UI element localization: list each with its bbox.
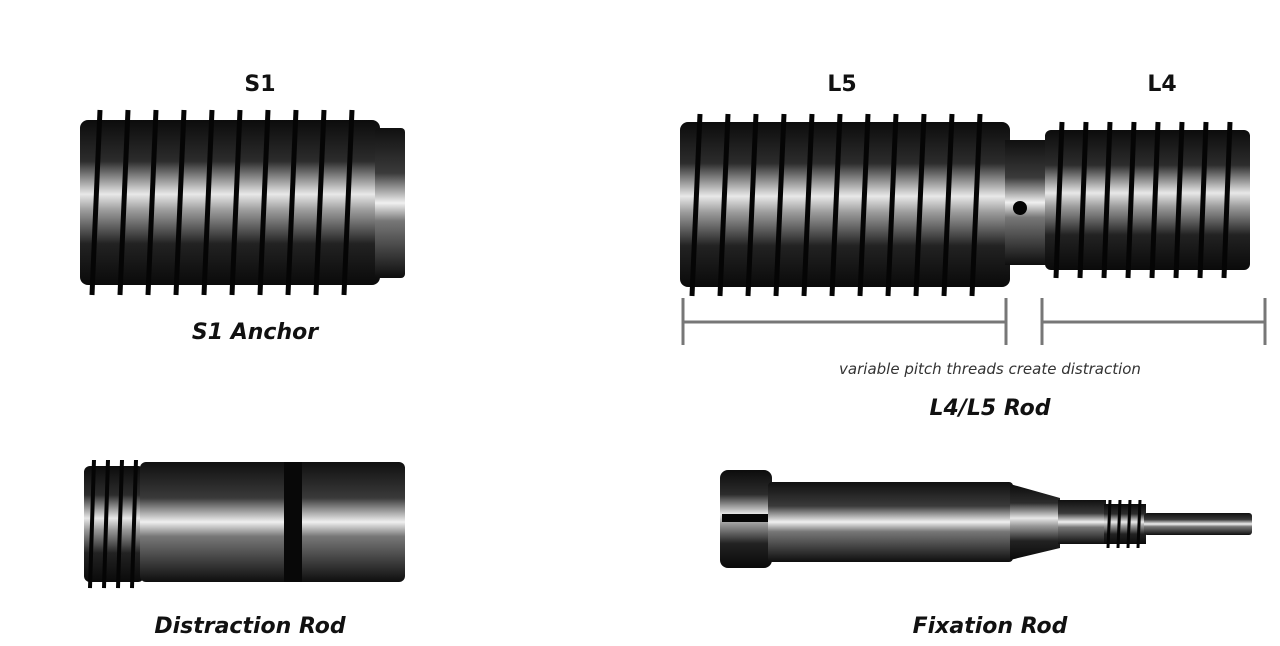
l4-l5-rod-caption: L4/L5 Rod bbox=[929, 396, 1051, 421]
distraction-rod-image bbox=[84, 459, 405, 589]
fixation-rod-caption: Fixation Rod bbox=[912, 614, 1068, 639]
s1-anchor-image bbox=[80, 109, 405, 296]
s1-label: S1 bbox=[244, 72, 276, 97]
l5-length-bracket bbox=[681, 298, 1008, 345]
l5-label: L5 bbox=[827, 72, 857, 97]
distraction-rod-caption: Distraction Rod bbox=[154, 614, 346, 639]
l4-label: L4 bbox=[1147, 72, 1177, 97]
s1-anchor-caption: S1 Anchor bbox=[191, 320, 319, 345]
variable-pitch-annotation: variable pitch threads create distractio… bbox=[839, 360, 1141, 378]
l4-length-bracket bbox=[1040, 298, 1267, 345]
fixation-rod-image bbox=[720, 470, 1252, 568]
l4-l5-rod-image bbox=[680, 113, 1250, 297]
